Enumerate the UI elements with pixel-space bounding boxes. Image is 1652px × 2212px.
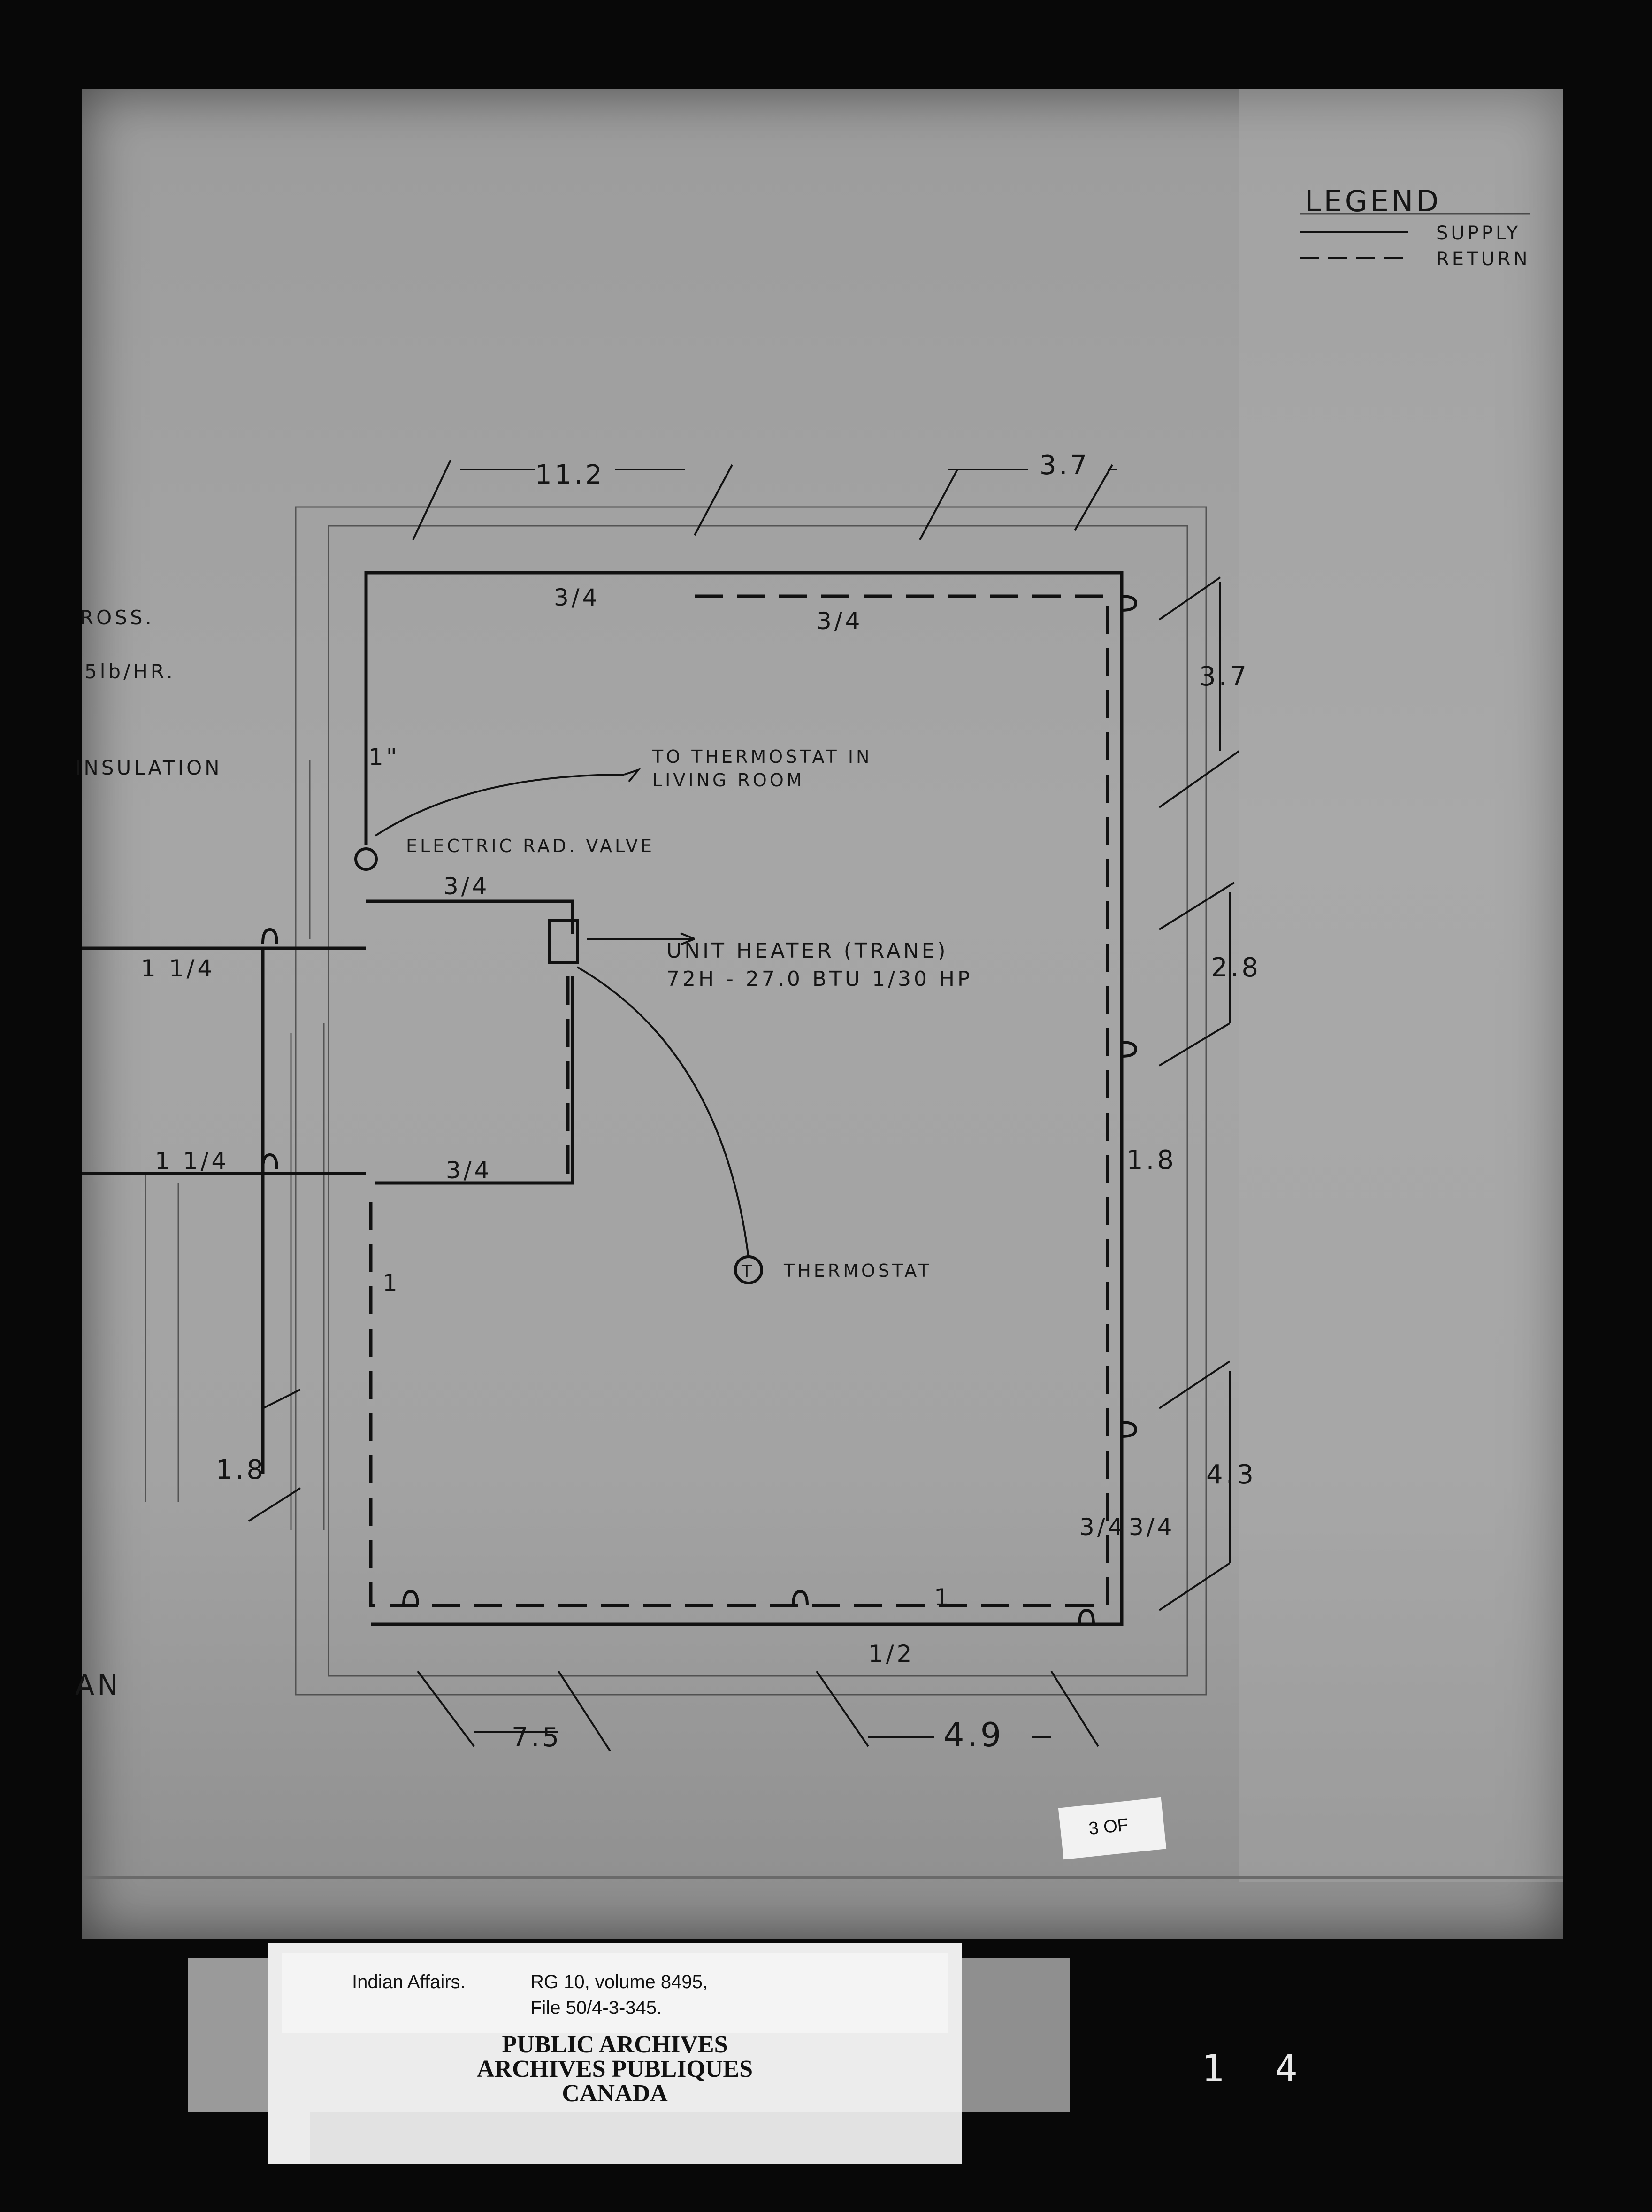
pipe-main-upper: 1 1/4 — [141, 955, 215, 982]
dim-right-3: 1.8 — [1126, 1145, 1177, 1175]
rad-valve-label: ELECTRIC RAD. VALVE — [406, 836, 655, 856]
thermostat-label: THERMOSTAT — [783, 1260, 932, 1281]
archive-card-reference: Indian Affairs. RG 10, volume 8495, File… — [282, 1953, 948, 2033]
thermostat-symbol: T — [741, 1262, 755, 1281]
pipe-left-return: 1 — [382, 1269, 400, 1297]
legend-title: LEGEND — [1305, 184, 1441, 218]
dim-left-1: 1.8 — [216, 1455, 266, 1485]
pipe-top-1: 3/4 — [554, 584, 600, 611]
note-insulation: INSULATION — [75, 756, 222, 779]
dim-top-left: 11.2 — [535, 460, 605, 490]
pipe-bottom-supply: 1/2 — [868, 1640, 914, 1667]
archive-country: CANADA — [562, 2080, 668, 2107]
sheet-tag: 3 OF — [1058, 1797, 1167, 1860]
legend-supply: SUPPLY — [1436, 223, 1521, 244]
archive-fonds: Indian Affairs. — [352, 1972, 466, 1992]
pipe-top-2: 3/4 — [817, 607, 863, 635]
archive-institution-fr: ARCHIVES PUBLIQUES — [476, 2056, 753, 2082]
pipe-main-lower: 1 1/4 — [155, 1147, 229, 1175]
archive-institution: PUBLIC ARCHIVES ARCHIVES PUBLIQUES CANAD… — [268, 2033, 962, 2106]
pipe-riser: 1" — [368, 744, 400, 771]
supply-top — [364, 571, 1124, 1626]
archive-institution-en: PUBLIC ARCHIVES — [502, 2031, 728, 2058]
pipe-heater-return: 3/4 — [446, 1157, 492, 1184]
supply-valve-branch — [366, 899, 574, 934]
thermostat-note-line2: LIVING ROOM — [652, 770, 805, 791]
legend-return: RETURN — [1436, 248, 1530, 270]
dim-top-right: 3.7 — [1040, 450, 1090, 481]
dim-right-1: 3.7 — [1199, 661, 1249, 692]
note-gross: ROSS. — [80, 606, 154, 629]
pipe-bottom-return: 1 — [934, 1584, 952, 1611]
note-rate: 5lb/HR. — [84, 660, 176, 683]
card-slot-right — [962, 1958, 1070, 2112]
thermostat-note-line1: TO THERMOSTAT IN — [652, 746, 872, 767]
frame-counter: 1 4 — [1201, 2047, 1312, 2090]
pipe-right-b: 3/4 — [1129, 1513, 1175, 1541]
unit-heater-line2: 72H - 27.0 BTU 1/30 HP — [666, 967, 973, 991]
unit-heater-line1: UNIT HEATER (TRANE) — [666, 939, 948, 963]
archive-card-strip — [310, 2112, 962, 2164]
pipe-valve-branch: 3/4 — [444, 873, 489, 900]
pipe-right-a: 3/4 — [1079, 1513, 1125, 1541]
dim-bottom-right: 4.9 — [943, 1716, 1004, 1754]
card-slot-left — [188, 1958, 282, 2112]
archive-reference-line2: File 50/4-3-345. — [530, 1997, 662, 2018]
dim-bottom-left: 7.5 — [512, 1722, 562, 1753]
dim-right-2: 2.8 — [1211, 952, 1261, 983]
note-plan: AN — [75, 1669, 121, 1702]
return-loop — [369, 594, 1109, 1607]
dim-right-4: 4.3 — [1206, 1459, 1256, 1490]
archive-reference-line1: RG 10, volume 8495, — [530, 1972, 708, 1992]
sheet-tag-text: 3 OF — [1087, 1815, 1130, 1839]
